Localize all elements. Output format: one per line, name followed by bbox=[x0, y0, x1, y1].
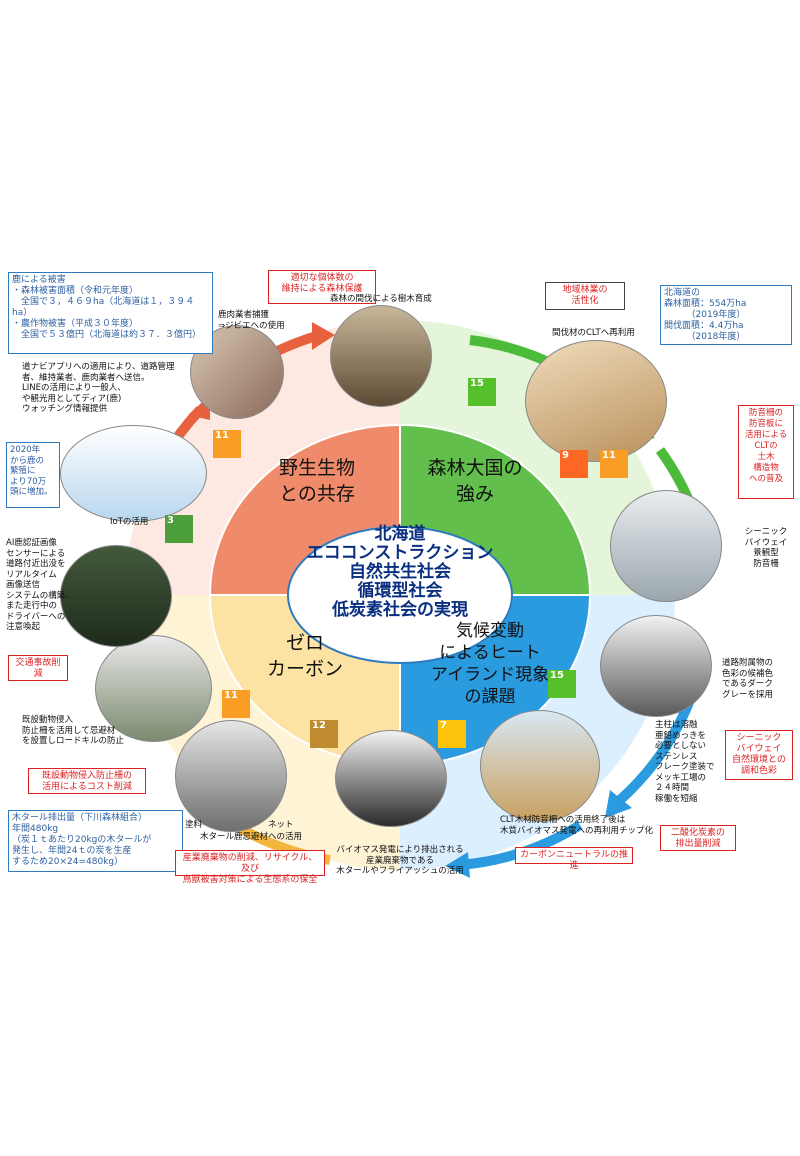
sector-wildlife-label: 野生生物 との共存 bbox=[262, 455, 372, 507]
sdg-num: 12 bbox=[312, 720, 326, 731]
sector-label-line: 森林大国の bbox=[427, 457, 523, 479]
fence-label: 既設動物侵入 防止柵を活用して忌避材 を設置しロードキルの防止 bbox=[22, 715, 125, 746]
sdg-num: 11 bbox=[215, 430, 229, 441]
center-title-line: 循環型社会 bbox=[357, 581, 443, 601]
ai-camera-photo bbox=[60, 545, 172, 647]
color-label: 道路附属物の 色彩の候補色 であるダーク グレーを採用 bbox=[722, 658, 774, 700]
co2-box: 二酸化炭素の 排出量削減 bbox=[660, 825, 736, 851]
chip-label: CLT木材防音柵への活用終了後は 木質バイオマス発電への再利用チップ化 bbox=[500, 815, 654, 836]
thinning-photo bbox=[330, 305, 432, 407]
sdg-11-icon: 11 bbox=[600, 450, 628, 478]
galvanize-label: 主柱は溶融 亜鉛めっきを 必要としない ステンレス フレーク塗装で メッキ工場の… bbox=[655, 720, 715, 804]
diagram-panel: 北海道 エココンストラクション 自然共生社会 循環型社会 低炭素社会の実現 野生… bbox=[0, 270, 800, 885]
waste-box: 産業廃棄物の削減、リサイクル、及び 鳥獣被害対策による生態系の保全 bbox=[175, 850, 325, 885]
post-photo bbox=[600, 615, 712, 717]
tar-photo bbox=[175, 720, 287, 832]
fence-photo bbox=[95, 635, 212, 742]
center-title-line: 北海道 bbox=[374, 524, 426, 544]
center-title-line: 低炭素社会の実現 bbox=[332, 600, 468, 620]
sdg-11-icon: 11 bbox=[213, 430, 241, 458]
sdg-num: 11 bbox=[224, 690, 238, 701]
sdg-num: 15 bbox=[550, 670, 564, 681]
sector-label-line: によるヒート bbox=[439, 643, 541, 663]
carbon-neutral-box: カーボンニュートラルの推進 bbox=[515, 847, 633, 871]
deer-damage-box: 鹿による被害 ・森林被害面積（令和元年度） 全国で３，４６９ha（北海道は１，３… bbox=[8, 272, 213, 354]
center-title: 北海道 エココンストラクション 自然共生社会 循環型社会 低炭素社会の実現 bbox=[300, 525, 500, 620]
iot-photo bbox=[60, 425, 207, 522]
sector-label-line: カーボン bbox=[266, 658, 343, 680]
sector-forest-label: 森林大国の 強み bbox=[415, 455, 535, 507]
sdg-num: 3 bbox=[167, 515, 174, 526]
tar-output-box: 木タール排出量（下川森林組合） 年間480kg （炭１ｔあたり20kgの木タール… bbox=[8, 810, 183, 872]
venison-label: 鹿肉業者捕獲 ⇒ジビエへの使用 bbox=[218, 310, 285, 331]
sector-label-line: 強み bbox=[455, 483, 494, 505]
sdg-7-icon: 7 bbox=[438, 720, 466, 748]
paint-label: 塗料 bbox=[185, 820, 203, 830]
ai-label: AI鹿認証画像 センサーによる 道路付近出没を リアルタイム 画像送信 システム… bbox=[6, 538, 74, 632]
sdg-num: 11 bbox=[602, 450, 616, 461]
deer-2020-box: 2020年 から鹿の 繁殖に より70万 頭に増加。 bbox=[6, 442, 60, 508]
sdg-9-icon: 9 bbox=[560, 450, 588, 478]
chip-photo bbox=[480, 710, 600, 822]
sector-label-line: アイランド現象 bbox=[430, 665, 550, 685]
net-label: ネット bbox=[268, 820, 294, 830]
center-title-line: 自然共生社会 bbox=[349, 562, 451, 582]
traffic-box: 交通事故削 減 bbox=[8, 655, 68, 681]
sector-label-line: ゼロ bbox=[285, 632, 324, 654]
biomass-photo bbox=[335, 730, 447, 827]
sdg-num: 15 bbox=[470, 378, 484, 389]
clt-reuse-label: 間伐材のCLTへ再利用 bbox=[552, 328, 635, 338]
sdg-12-icon: 12 bbox=[310, 720, 338, 748]
sector-label-line: 野生生物 bbox=[278, 457, 355, 479]
clt-photo bbox=[525, 340, 667, 462]
navi-label: 道ナビアプリへの適用により、道路管理 者、維持業者、鹿肉業者へ送信。 LINEの… bbox=[22, 362, 175, 414]
center-title-line: エココンストラクション bbox=[306, 543, 494, 563]
arrow-climate-right bbox=[616, 698, 695, 804]
sector-zero-label: ゼロ カーボン bbox=[240, 630, 370, 682]
thinning-label: 森林の間伐による樹木育成 bbox=[330, 294, 432, 304]
sdg-num: 9 bbox=[562, 450, 569, 461]
sector-label-line: の課題 bbox=[464, 687, 516, 707]
center-ellipse bbox=[287, 526, 513, 664]
scenic-barrier-photo bbox=[610, 490, 722, 602]
sdg-num: 7 bbox=[440, 720, 447, 731]
tar-use-label: 木タール鹿忌避材への活用 bbox=[200, 832, 303, 842]
biomass-label: バイオマス発電により排出される 産業廃棄物である 木タールやフライアッシュの活用 bbox=[336, 845, 464, 876]
clt-barrier-box: 防音柵の 防音板に 活用による CLTの 土木 構造物 への普及 bbox=[738, 405, 794, 499]
sdg-15-icon: 15 bbox=[548, 670, 576, 698]
sdg-11-icon: 11 bbox=[222, 690, 250, 718]
cost-box: 既設動物侵入防止柵の 活用によるコスト削減 bbox=[28, 768, 146, 794]
scenic-color-box: シーニック バイウェイ 自然環境との 調和色彩 bbox=[725, 730, 793, 780]
sector-label-line: 気候変動 bbox=[456, 621, 524, 641]
sector-climate-label: 気候変動 によるヒート アイランド現象 の課題 bbox=[405, 620, 575, 708]
forest-protect-box: 適切な個体数の 維持による森林保護 bbox=[268, 270, 376, 304]
scenic-label: シーニック バイウェイ 景観型 防音柵 bbox=[744, 527, 788, 569]
sdg-3-icon: 3 bbox=[165, 515, 193, 543]
iot-label: IoTの活用 bbox=[110, 517, 149, 527]
venison-photo bbox=[190, 325, 284, 419]
sector-label-line: との共存 bbox=[279, 483, 355, 505]
hokkaido-forest-box: 北海道の 森林面積：554万ha （2019年度） 間伐面積：4.4万ha （2… bbox=[660, 285, 792, 345]
sdg-15-icon: 15 bbox=[468, 378, 496, 406]
local-timber-box: 地域林業の 活性化 bbox=[545, 282, 625, 310]
